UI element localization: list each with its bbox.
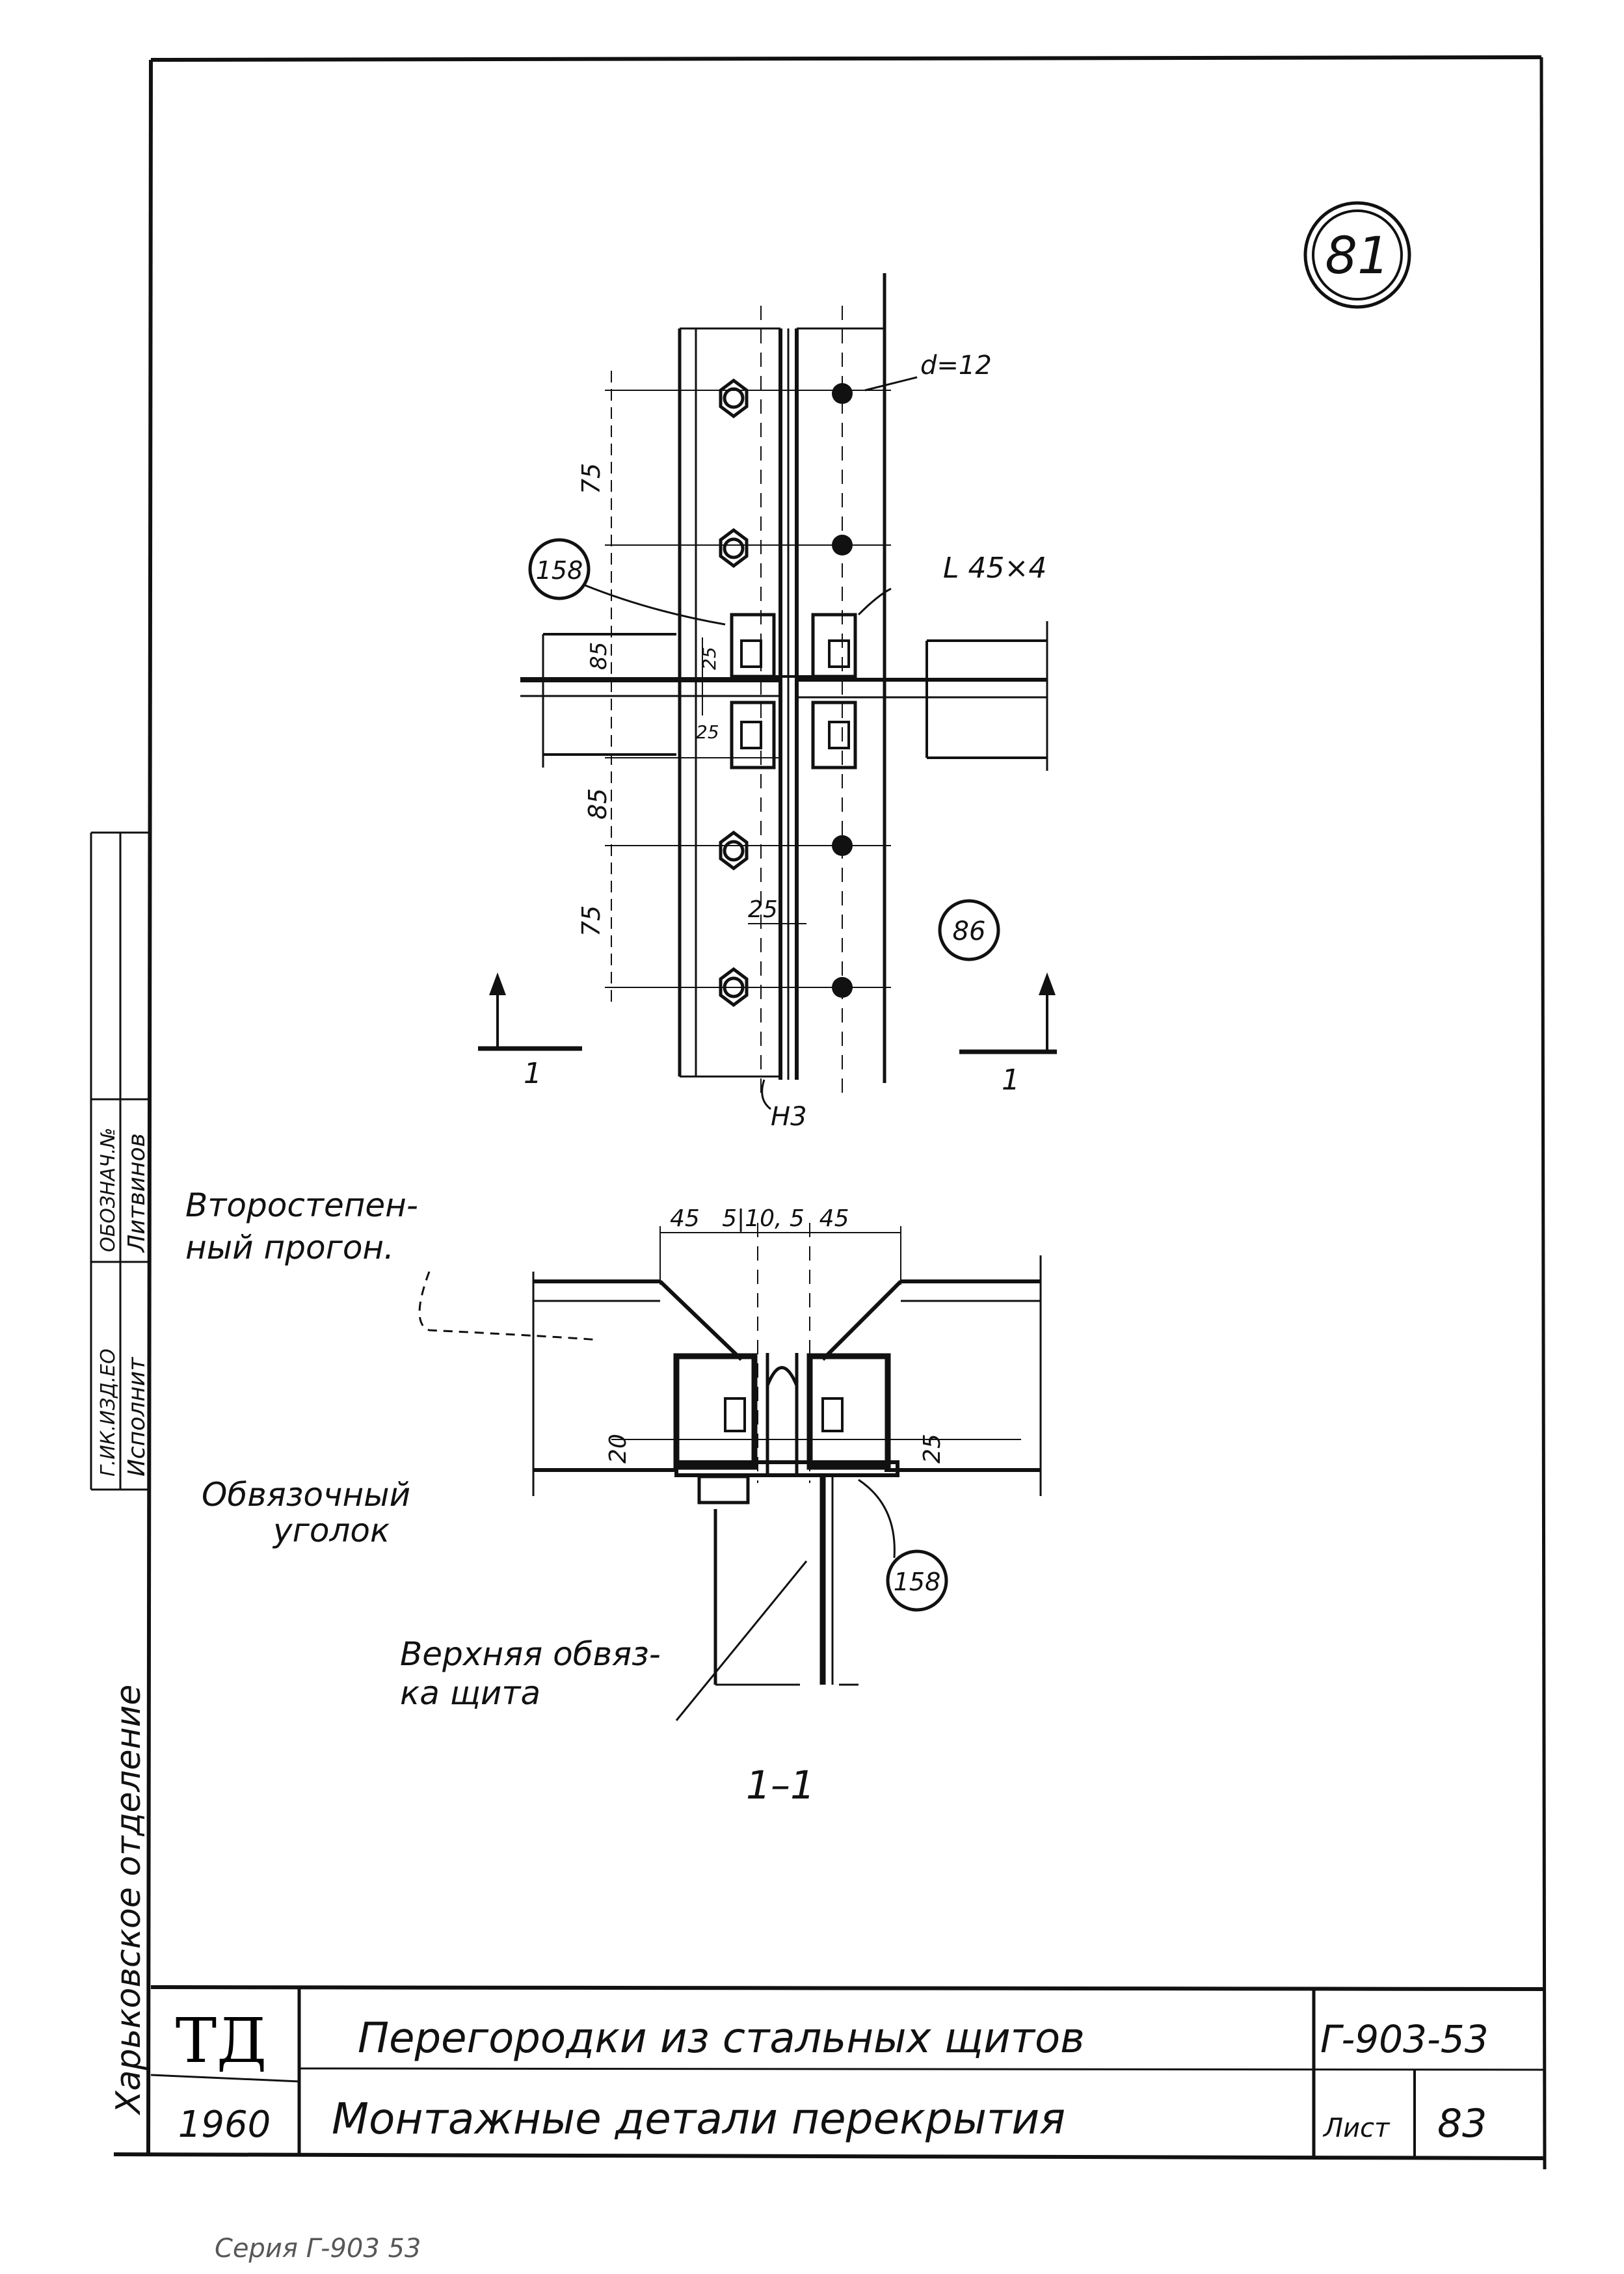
plan-labels: d=12 L 45×4 75 85 85 75 25 25 25 158 86 … [478, 351, 1057, 1132]
section-dim-right: 25 [919, 1434, 946, 1464]
series: Г-903-53 [1320, 2017, 1489, 2061]
sheet-no: 83 [1437, 2101, 1487, 2147]
title-block-frame [150, 1985, 1545, 2156]
stamp-col1-bottom: Исполнит [124, 1357, 150, 1477]
dim-25-upper: 25 [699, 647, 720, 670]
section-title: 1–1 [746, 1763, 815, 1808]
label-strap-angle-2: уголок [272, 1512, 390, 1549]
title-block: ТД 1960 Перегородки из стальных щитов Мо… [176, 2005, 1489, 2147]
title-line1: Перегородки из стальных щитов [358, 2014, 1085, 2063]
sheet-frame [113, 55, 1547, 2170]
footer-note: Серия Г-903 53 [215, 2234, 421, 2264]
dim-75-top: 75 [577, 463, 606, 494]
label-top-strap-1: Верхняя обвяз- [400, 1635, 661, 1673]
bolt-label: d=12 [920, 351, 992, 381]
callout-158-plan: 158 [536, 556, 583, 585]
sheet-number: 81 [1325, 227, 1389, 286]
section-labels: 45 5|10, 5 45 25 20 Второстепен- ный про… [185, 1186, 948, 1808]
stamp-col1-top: Г.ИК.ИЗД.ЕО [97, 1348, 120, 1477]
year: 1960 [178, 2104, 271, 2146]
leader-h3: Н3 [771, 1102, 807, 1132]
side-stamp-text: Г.ИК.ИЗД.ЕО Исполнит ОБОЗНАЧ.№ Литвинов … [97, 1128, 150, 2116]
callout-158-section: 158 [894, 1568, 941, 1596]
org-code: ТД [176, 2005, 267, 2077]
plan-dimensions [605, 371, 891, 1002]
callout-86: 86 [953, 916, 986, 946]
stamp-col2-top: ОБОЗНАЧ.№ [97, 1128, 120, 1252]
sheet-number-badge: 81 [1303, 201, 1411, 309]
dim-25-gap: 25 [748, 896, 778, 923]
section-view [532, 1223, 1042, 1686]
section-mark-left: 1 [524, 1057, 542, 1090]
label-secondary-purlin-1: Второстепен- [185, 1186, 418, 1224]
label-secondary-purlin-2: ный прогон. [185, 1229, 394, 1266]
dim-25-lower: 25 [696, 721, 719, 743]
side-stamp [90, 831, 151, 1491]
label-strap-angle-1: Обвязочный [202, 1476, 410, 1514]
sheet-label: Лист [1322, 2113, 1391, 2143]
angle-label: L 45×4 [943, 552, 1046, 585]
section-mark-right: 1 [1002, 1063, 1020, 1097]
dim-85-lower: 85 [583, 788, 612, 820]
dim-75-bottom: 75 [577, 905, 606, 937]
section-dim-left: 20 [605, 1434, 632, 1464]
dim-85-upper: 85 [586, 642, 612, 670]
stamp-org: Харьковское отделение [109, 1685, 148, 2116]
plan-view [520, 273, 1048, 1099]
section-dims-top: 45 5|10, 5 45 [670, 1205, 849, 1232]
stamp-col2-bottom: Литвинов [124, 1133, 150, 1253]
label-top-strap-2: ка щита [400, 1674, 540, 1712]
title-line2: Монтажные детали перекрытия [332, 2094, 1065, 2144]
